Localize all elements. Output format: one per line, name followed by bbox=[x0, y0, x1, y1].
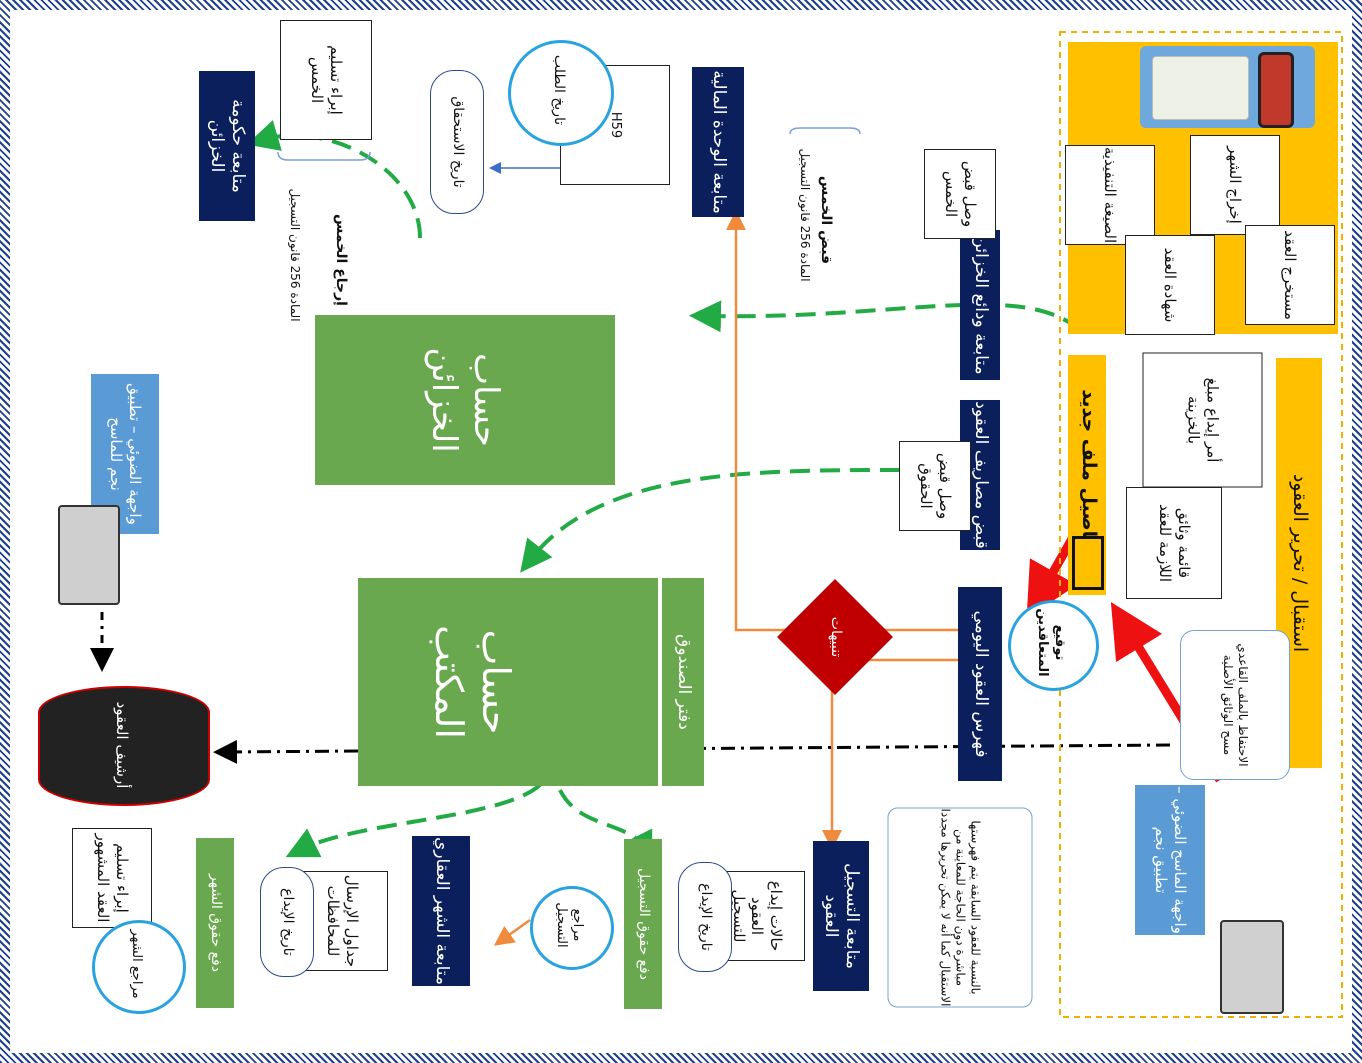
pill-deposit-date-1: تاريخ الإيداع bbox=[678, 862, 732, 972]
flow-rights-to-office bbox=[520, 468, 901, 573]
treasury-account-box: حساب الخزائن bbox=[315, 315, 615, 485]
doc-deliver-published: إبراء تسليم العقد المشهور bbox=[72, 828, 152, 928]
box-rights-payment: متابعة الوحدة المالية bbox=[692, 67, 744, 217]
phone-icon bbox=[1258, 52, 1294, 128]
brace-fifth-return bbox=[277, 151, 371, 161]
pay-pub-rights: دفع حقوق الشهر bbox=[196, 838, 234, 1008]
alerts-label: تنبيهات bbox=[827, 616, 844, 658]
box-land-registry-followup: متابعة الشهر العقاري bbox=[412, 836, 470, 986]
office-account-box bbox=[358, 578, 658, 786]
reg-refs-label: مراجع التسجيل bbox=[554, 902, 586, 948]
fifth-collect-law: المادة 256 قانون التسجيل bbox=[798, 148, 813, 282]
archive-cylinder bbox=[38, 686, 210, 806]
office-account-title: حساب المكتب bbox=[427, 625, 519, 739]
brace-fifth-collect bbox=[789, 127, 861, 135]
flow-yellow-to-treasury bbox=[689, 300, 1082, 333]
id-card-icon bbox=[1152, 56, 1249, 120]
doc-executive-copy: الصيغة التنفيذية bbox=[1065, 145, 1155, 245]
prev-contracts-note: بالنسبة للعقود السابقة يتم فهرستها مباشر… bbox=[887, 807, 1033, 1008]
cash-book-strip bbox=[662, 578, 704, 786]
circle-signatures bbox=[1008, 600, 1099, 691]
receive-dashed-border bbox=[1059, 31, 1343, 1018]
pill-deposit-date-2: تاريخ الإيداع bbox=[260, 867, 314, 977]
archive-scanner-icon bbox=[58, 505, 120, 605]
orange-line-refs bbox=[493, 918, 531, 946]
doc-rights-receipt: وصل قبض الحقوق bbox=[899, 441, 971, 531]
doc-list: قائمة وثائق اللازمة للعقد bbox=[1126, 487, 1222, 599]
pay-reg-rights: دفع حقوق التسجيل bbox=[624, 839, 662, 1009]
doc-contract-cert: شهادة العقد bbox=[1125, 235, 1215, 335]
box-registration-followup: متابعة التسجيل العقود bbox=[813, 841, 869, 991]
archive-label: أرشيف العقود bbox=[113, 701, 132, 789]
circle-pub-refs bbox=[92, 920, 186, 1014]
flow-office-to-land bbox=[285, 783, 542, 858]
box-fifth-receipts: متابعة ودائع الخزائن bbox=[960, 230, 1000, 380]
doc-fifth-receipt: وصل قبض الخمس bbox=[924, 149, 996, 239]
doc-deposit-order: أمر إيداع مبلغ بالخزينة bbox=[1142, 352, 1263, 488]
scan-note: الاحتفاظ بالملف القاعدي مسح الوثائق الأص… bbox=[1180, 630, 1290, 780]
pill-entitlement-date: تاريخ الاستحقاق bbox=[430, 70, 484, 214]
pub-refs-label: مراجع الشهر bbox=[129, 929, 145, 999]
orange-line-up bbox=[726, 210, 960, 632]
scanner-interface: واجهة الماسح الضوئي – تطبيق نجم bbox=[1135, 785, 1205, 935]
cash-book-label: دفتر الصندوق bbox=[673, 634, 694, 730]
scanner-icon bbox=[1220, 920, 1284, 1014]
box-daily-index: فهرس العقود اليومي bbox=[958, 587, 1002, 781]
fifth-return-title: إرجاع الخمس bbox=[332, 214, 349, 306]
circle-request-date bbox=[508, 40, 614, 146]
signatures-label: توقيع المتعاقدين bbox=[1035, 608, 1067, 677]
request-date-label: تاريخ الطلب bbox=[550, 54, 567, 126]
doc-deliver-fifth: إبراء تسليم الخمس bbox=[280, 20, 372, 140]
fifth-return-law: المادة 256 قانون التسجيل bbox=[288, 188, 303, 322]
box-treasury-accounts: متابعة حكومة الخزائن bbox=[199, 71, 255, 221]
envelope-icon bbox=[1072, 536, 1104, 590]
circle-reg-refs bbox=[530, 886, 614, 970]
id-phone-image bbox=[1140, 46, 1315, 128]
doc-release: إخراج الشهر bbox=[1190, 135, 1280, 235]
doc-contract-extract: مستخرج العقد bbox=[1245, 225, 1335, 325]
